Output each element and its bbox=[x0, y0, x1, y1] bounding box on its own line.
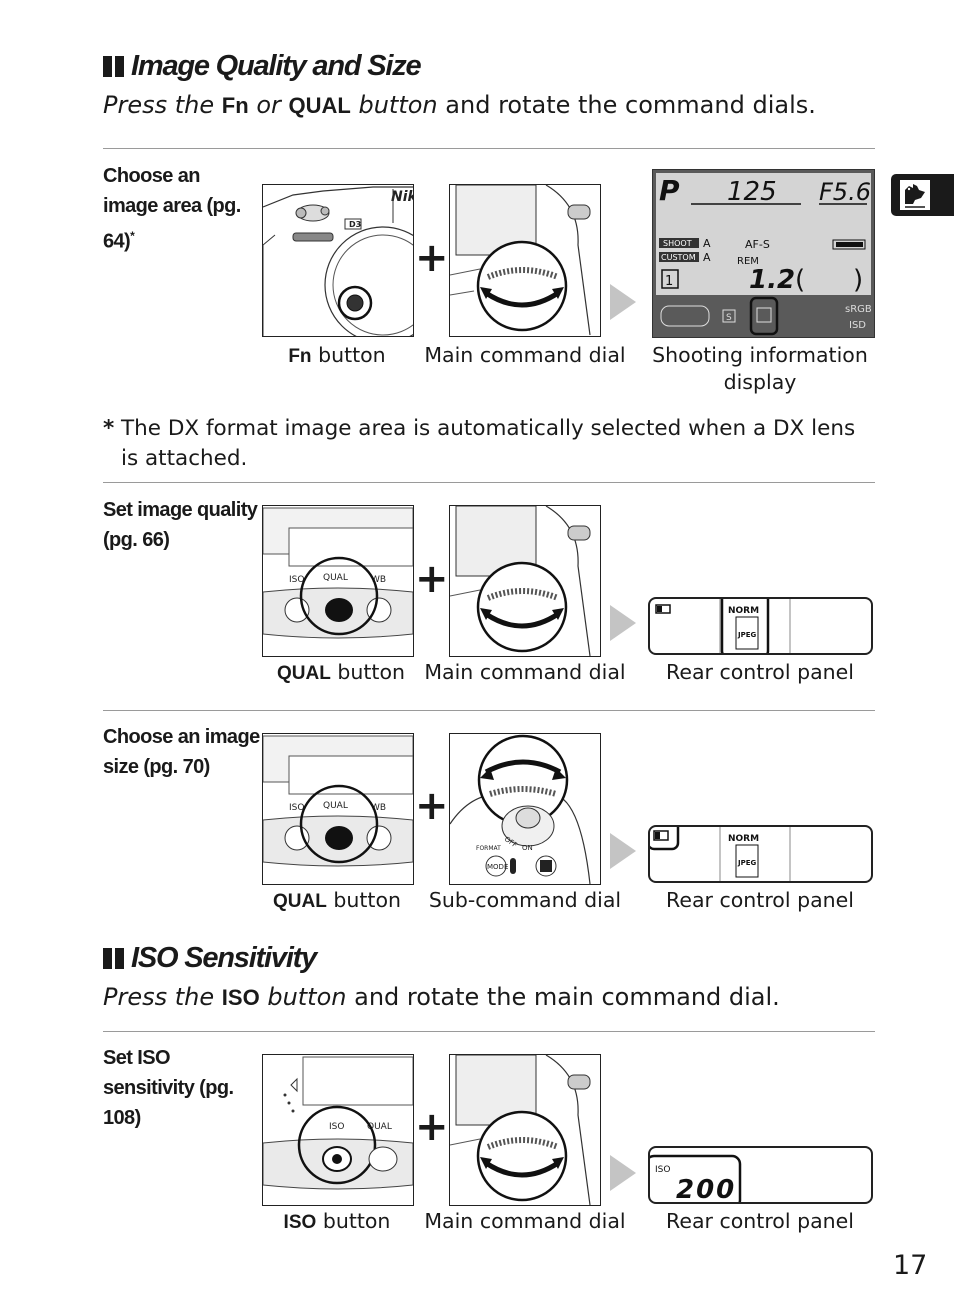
section-marker bbox=[115, 948, 124, 969]
svg-text:JPEG: JPEG bbox=[737, 859, 757, 867]
step-label-image-quality: Set image quality (pg. 66) bbox=[103, 499, 258, 551]
arrow-right-icon bbox=[610, 605, 636, 641]
chapter-tab bbox=[891, 174, 954, 216]
lcd-custom: CUSTOM bbox=[661, 253, 696, 262]
lcd-frames: 1.2 bbox=[749, 265, 795, 295]
iso-button-illustration: ISO QUAL bbox=[262, 1054, 414, 1206]
page-number: 17 bbox=[893, 1250, 928, 1281]
caption-main-command-dial: Main command dial bbox=[424, 343, 626, 367]
caption-rear-control-panel: Rear control panel bbox=[666, 888, 854, 912]
lcd-isd: ISD bbox=[849, 320, 866, 331]
caption-rear-control-panel: Rear control panel bbox=[666, 1209, 854, 1233]
divider bbox=[103, 1031, 875, 1032]
arrow-right-icon bbox=[610, 284, 636, 320]
lcd-af: AF-S bbox=[745, 238, 770, 251]
step-label-image-size: Choose an image size (pg. 70) bbox=[103, 726, 260, 778]
svg-text:WB: WB bbox=[371, 575, 386, 585]
svg-text:QUAL: QUAL bbox=[323, 801, 348, 811]
divider bbox=[103, 482, 875, 483]
shooting-information-display: P 125 F5.6 SHOOT A CUSTOM A AF-S REM 1 1… bbox=[652, 169, 875, 338]
plus-sign: + bbox=[415, 1104, 449, 1150]
rear-control-panel-iso: ISO 200 bbox=[644, 1146, 873, 1210]
svg-text:(: ( bbox=[795, 265, 805, 295]
rooster-icon bbox=[900, 180, 930, 210]
caption-qual-button: QUAL button bbox=[273, 888, 401, 912]
divider bbox=[103, 148, 875, 149]
panel-iso-label: ISO bbox=[655, 1165, 670, 1175]
plus-sign: + bbox=[415, 783, 449, 829]
svg-text:K: K bbox=[781, 280, 788, 291]
panel-jpeg: JPEG bbox=[737, 631, 757, 639]
section-marker bbox=[115, 56, 124, 77]
rear-control-panel-quality: NORM JPEG bbox=[648, 591, 873, 659]
svg-text:QUAL: QUAL bbox=[323, 573, 348, 583]
brand-logo: Nik bbox=[391, 189, 413, 205]
caption-fn-button: Fn button bbox=[288, 343, 386, 367]
main-command-dial-illustration bbox=[449, 1054, 601, 1206]
main-command-dial-illustration bbox=[449, 505, 601, 657]
step-label-iso: Set ISO sensitivity (pg. 108) bbox=[103, 1047, 234, 1129]
caption-iso-button: ISO button bbox=[283, 1209, 391, 1233]
step-label-image-area: Choose an image area (pg. 64)* bbox=[103, 165, 241, 253]
plus-sign: + bbox=[415, 556, 449, 602]
plus-sign: + bbox=[415, 235, 449, 281]
sub-command-dial-illustration: OFF ON FORMAT MODE bbox=[449, 733, 601, 885]
qual-button-illustration: ISO QUAL WB bbox=[262, 733, 414, 885]
svg-text:ISO: ISO bbox=[329, 1122, 344, 1132]
caption-rear-control-panel: Rear control panel bbox=[666, 660, 854, 684]
arrow-right-icon bbox=[610, 1155, 636, 1191]
main-command-dial-illustration bbox=[449, 184, 601, 337]
instruction-iso: Press the ISO button and rotate the main… bbox=[103, 983, 780, 1011]
svg-text:WB: WB bbox=[371, 803, 386, 813]
qual-button-illustration: ISO QUAL WB bbox=[262, 505, 414, 657]
lcd-shoot: SHOOT bbox=[663, 239, 692, 248]
caption-shooting-info-display: Shooting information display bbox=[652, 343, 868, 394]
model-badge: D3 bbox=[349, 220, 361, 229]
lcd-s-badge: S bbox=[726, 313, 732, 323]
caption-main-command-dial: Main command dial bbox=[424, 660, 626, 684]
svg-text:A: A bbox=[703, 237, 711, 250]
camera-front-illustration: D3 Nik bbox=[262, 184, 414, 337]
svg-text:NORM: NORM bbox=[728, 834, 759, 844]
caption-sub-command-dial: Sub-command dial bbox=[428, 888, 622, 912]
footnote: * The DX format image area is automatica… bbox=[103, 416, 856, 471]
svg-text:FORMAT: FORMAT bbox=[476, 845, 501, 852]
svg-text:MODE: MODE bbox=[487, 863, 508, 871]
lcd-shutter: 125 bbox=[727, 177, 777, 207]
caption-qual-button: QUAL button bbox=[277, 660, 405, 684]
caption-main-command-dial: Main command dial bbox=[424, 1209, 626, 1233]
panel-norm: NORM bbox=[728, 606, 759, 616]
svg-text:QUAL: QUAL bbox=[367, 1122, 392, 1132]
section-marker bbox=[103, 56, 112, 77]
section-title-iso-sensitivity: ISO Sensitivity bbox=[103, 942, 317, 975]
rear-control-panel-size: NORM JPEG bbox=[646, 819, 873, 883]
divider bbox=[103, 710, 875, 711]
lcd-srgb: sRGB bbox=[845, 304, 872, 315]
section-marker bbox=[103, 948, 112, 969]
section-title-image-quality: Image Quality and Size bbox=[103, 50, 422, 83]
instruction-image-quality: Press the Fn or QUAL button and rotate t… bbox=[103, 91, 816, 119]
lcd-aperture: F5.6 bbox=[819, 178, 871, 206]
svg-text:A: A bbox=[703, 251, 711, 264]
lcd-rem: REM bbox=[737, 256, 759, 267]
svg-text:): ) bbox=[853, 265, 863, 295]
lcd-mode: P bbox=[659, 174, 680, 207]
svg-text:1: 1 bbox=[665, 274, 673, 289]
svg-text:ISO: ISO bbox=[289, 575, 304, 585]
arrow-right-icon bbox=[610, 833, 636, 869]
svg-text:ISO: ISO bbox=[289, 803, 304, 813]
panel-iso-value: 200 bbox=[676, 1175, 736, 1202]
svg-text:ON: ON bbox=[522, 844, 533, 852]
